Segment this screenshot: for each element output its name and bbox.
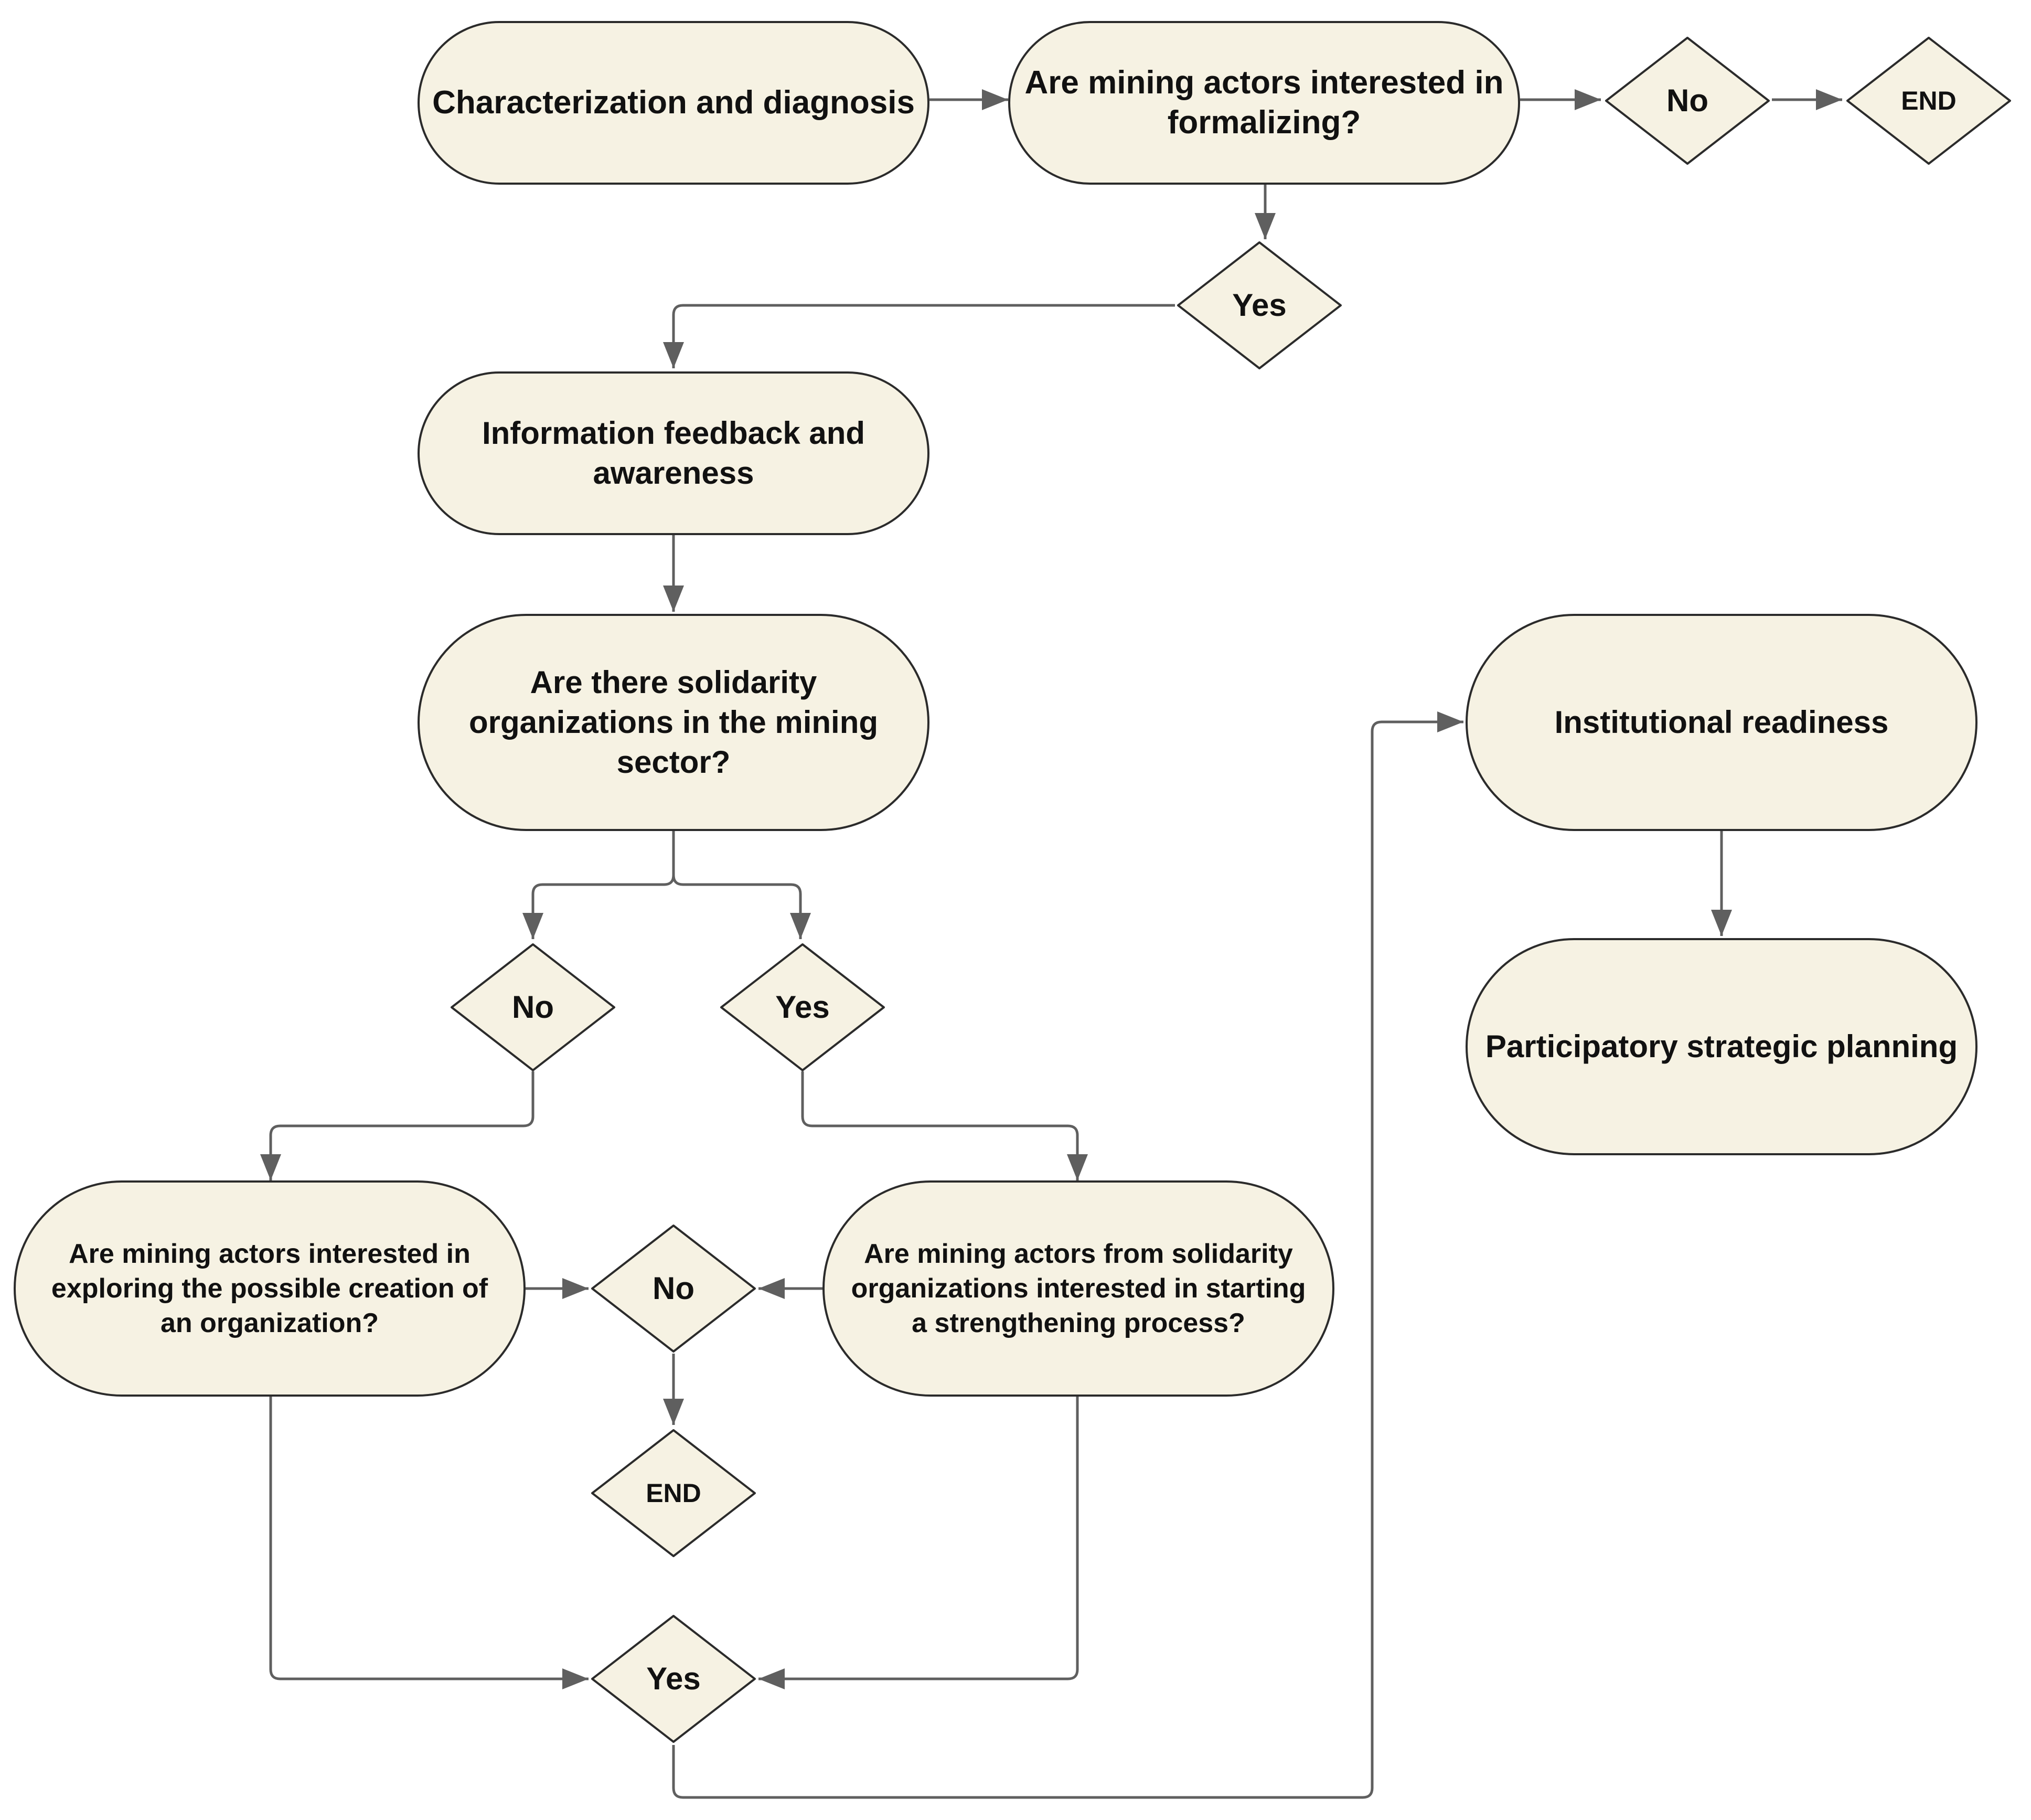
create-organization-question-node: Are mining actors interested in explorin… — [14, 1180, 526, 1397]
information-feedback-node: Information feedback and awareness — [418, 371, 929, 535]
decision-yes-mid: Yes — [718, 941, 887, 1073]
institutional-readiness-node: Institutional readiness — [1466, 614, 1977, 831]
diamond-shape — [591, 1225, 756, 1353]
characterization-node: Characterization and diagnosis — [418, 21, 929, 185]
diamond-shape — [591, 1429, 756, 1557]
arrow-yes-to-information — [663, 304, 1175, 368]
formalizing-question-label: Are mining actors interested in formaliz… — [1024, 65, 1504, 141]
arrow-no-to-create-org — [260, 1071, 535, 1180]
decision-yes-top-label: Yes — [1232, 288, 1287, 323]
solidarity-question-node: Are there solidarity organizations in th… — [418, 614, 929, 831]
arrow-create-org-to-yes — [269, 1397, 589, 1689]
diamond-shape — [451, 943, 615, 1071]
decision-no-top: No — [1603, 35, 1772, 167]
diamond-shape — [1177, 241, 1342, 369]
arrow-strengthening-to-yes — [758, 1397, 1079, 1689]
strengthening-question-label: Are mining actors from solidarity organi… — [851, 1239, 1306, 1338]
end-top-node: END — [1844, 35, 2013, 167]
strengthening-question-node: Are mining actors from solidarity organi… — [822, 1180, 1334, 1397]
diamond-shape — [591, 1615, 756, 1743]
decision-yes-top: Yes — [1175, 239, 1344, 371]
diamond-shape — [720, 943, 885, 1071]
characterization-label: Characterization and diagnosis — [432, 84, 915, 121]
decision-no-mid-label: No — [512, 989, 554, 1025]
institutional-readiness-label: Institutional readiness — [1554, 705, 1889, 740]
end-bottom-node: END — [589, 1427, 758, 1559]
arrow-yes-to-institutional — [672, 711, 1463, 1799]
diamond-shape — [1605, 37, 1770, 165]
create-organization-question-label: Are mining actors interested in explorin… — [51, 1239, 488, 1338]
decision-yes-bottom-label: Yes — [646, 1661, 701, 1696]
end-top-label: END — [1901, 86, 1957, 115]
decision-no-mid: No — [448, 941, 617, 1073]
arrow-solidarity-to-no — [522, 831, 675, 939]
arrow-yes-to-strengthening — [801, 1071, 1088, 1180]
end-bottom-label: END — [646, 1478, 701, 1508]
arrow-solidarity-to-yes — [672, 875, 811, 939]
diamond-shape — [1846, 37, 2011, 165]
solidarity-question-label: Are there solidarity organizations in th… — [469, 665, 878, 780]
formalizing-question-node: Are mining actors interested in formaliz… — [1008, 21, 1520, 185]
decision-no-bottom: No — [589, 1222, 758, 1355]
decision-yes-bottom: Yes — [589, 1613, 758, 1745]
participatory-planning-node: Participatory strategic planning — [1466, 938, 1977, 1155]
participatory-planning-label: Participatory strategic planning — [1485, 1029, 1958, 1064]
decision-yes-mid-label: Yes — [775, 989, 830, 1025]
information-feedback-label: Information feedback and awareness — [482, 416, 865, 491]
decision-no-bottom-label: No — [653, 1271, 694, 1306]
decision-no-top-label: No — [1666, 83, 1708, 118]
